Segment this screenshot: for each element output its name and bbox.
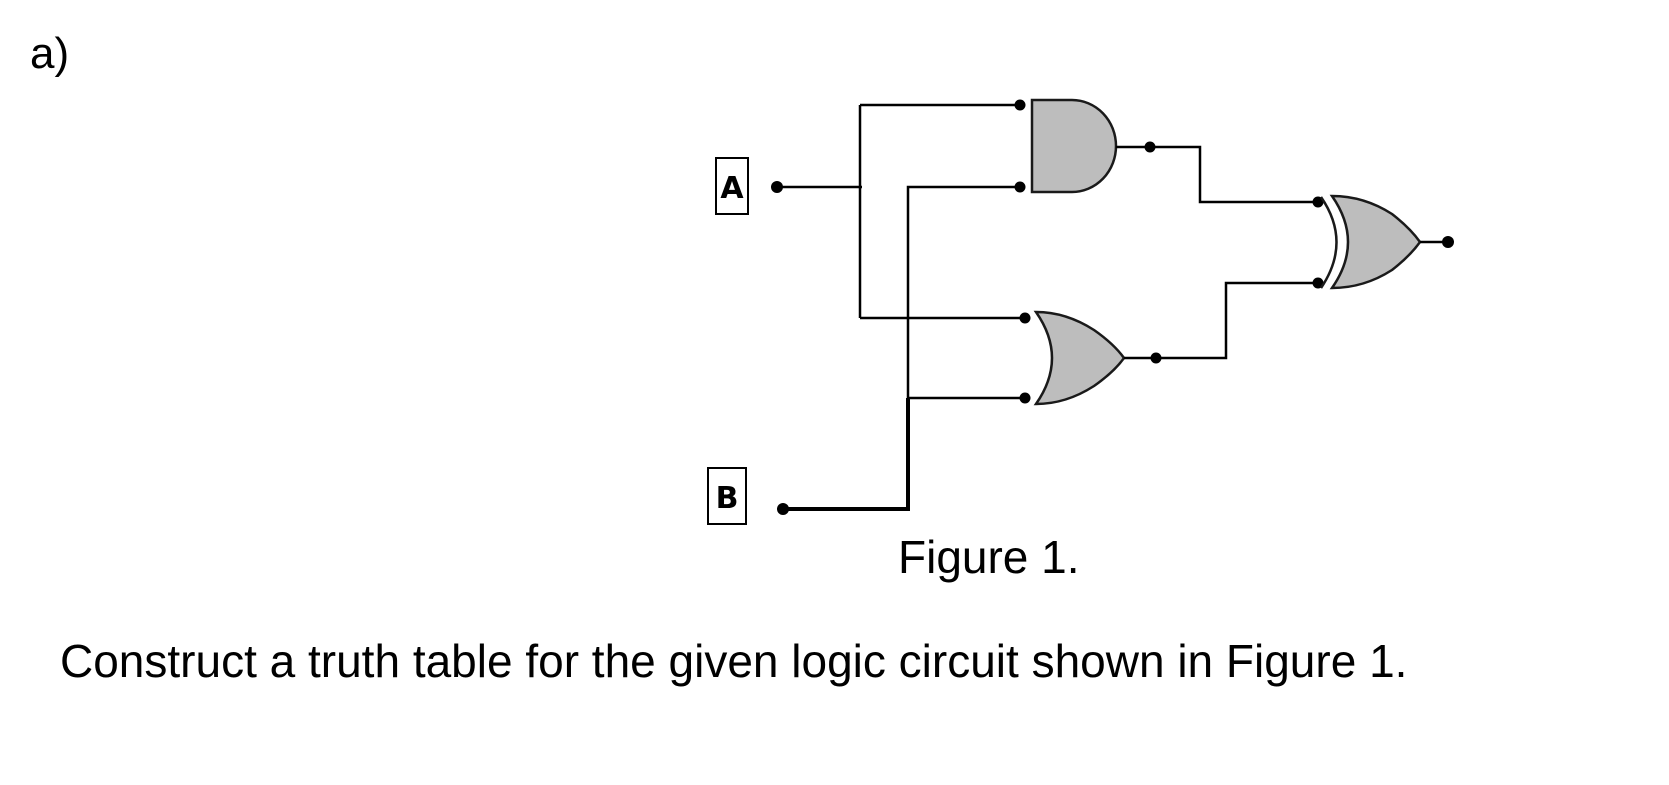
and-input-1-pin (1014, 99, 1026, 111)
or-gate-body (1033, 310, 1126, 406)
wires-b (777, 185, 1025, 515)
input-a-box (715, 157, 749, 215)
and-gate-body (1030, 98, 1118, 194)
or-input-2-pin (1019, 392, 1031, 404)
input-a: A (715, 157, 749, 215)
wire-or-to-xor (1124, 281, 1318, 360)
or-output-pin (1150, 352, 1162, 364)
wires-a (771, 103, 1025, 320)
and-gate (1014, 98, 1318, 204)
wire-b-to-and (906, 185, 1020, 398)
input-a-label: A (720, 171, 744, 206)
xor-gate-body (1329, 194, 1422, 290)
output-terminal (1442, 236, 1454, 248)
and-output-pin (1144, 141, 1156, 153)
part-label: a) (30, 29, 70, 78)
xor-input-1-pin (1312, 196, 1324, 208)
input-b: B (707, 467, 747, 525)
wire-b-main (783, 398, 910, 511)
xor-input-2-pin (1312, 277, 1324, 289)
question-text: Construct a truth table for the given lo… (60, 635, 1408, 687)
figure-caption: Figure 1. (898, 531, 1080, 583)
input-b-box (707, 467, 747, 525)
wire-and-to-xor (1116, 145, 1318, 204)
input-b-label: B (716, 481, 739, 516)
and-input-2-pin (1014, 181, 1026, 193)
or-input-1-pin (1019, 312, 1031, 324)
xor-gate (1312, 194, 1454, 290)
xor-back-curve (1319, 196, 1338, 289)
or-gate (1019, 281, 1318, 406)
